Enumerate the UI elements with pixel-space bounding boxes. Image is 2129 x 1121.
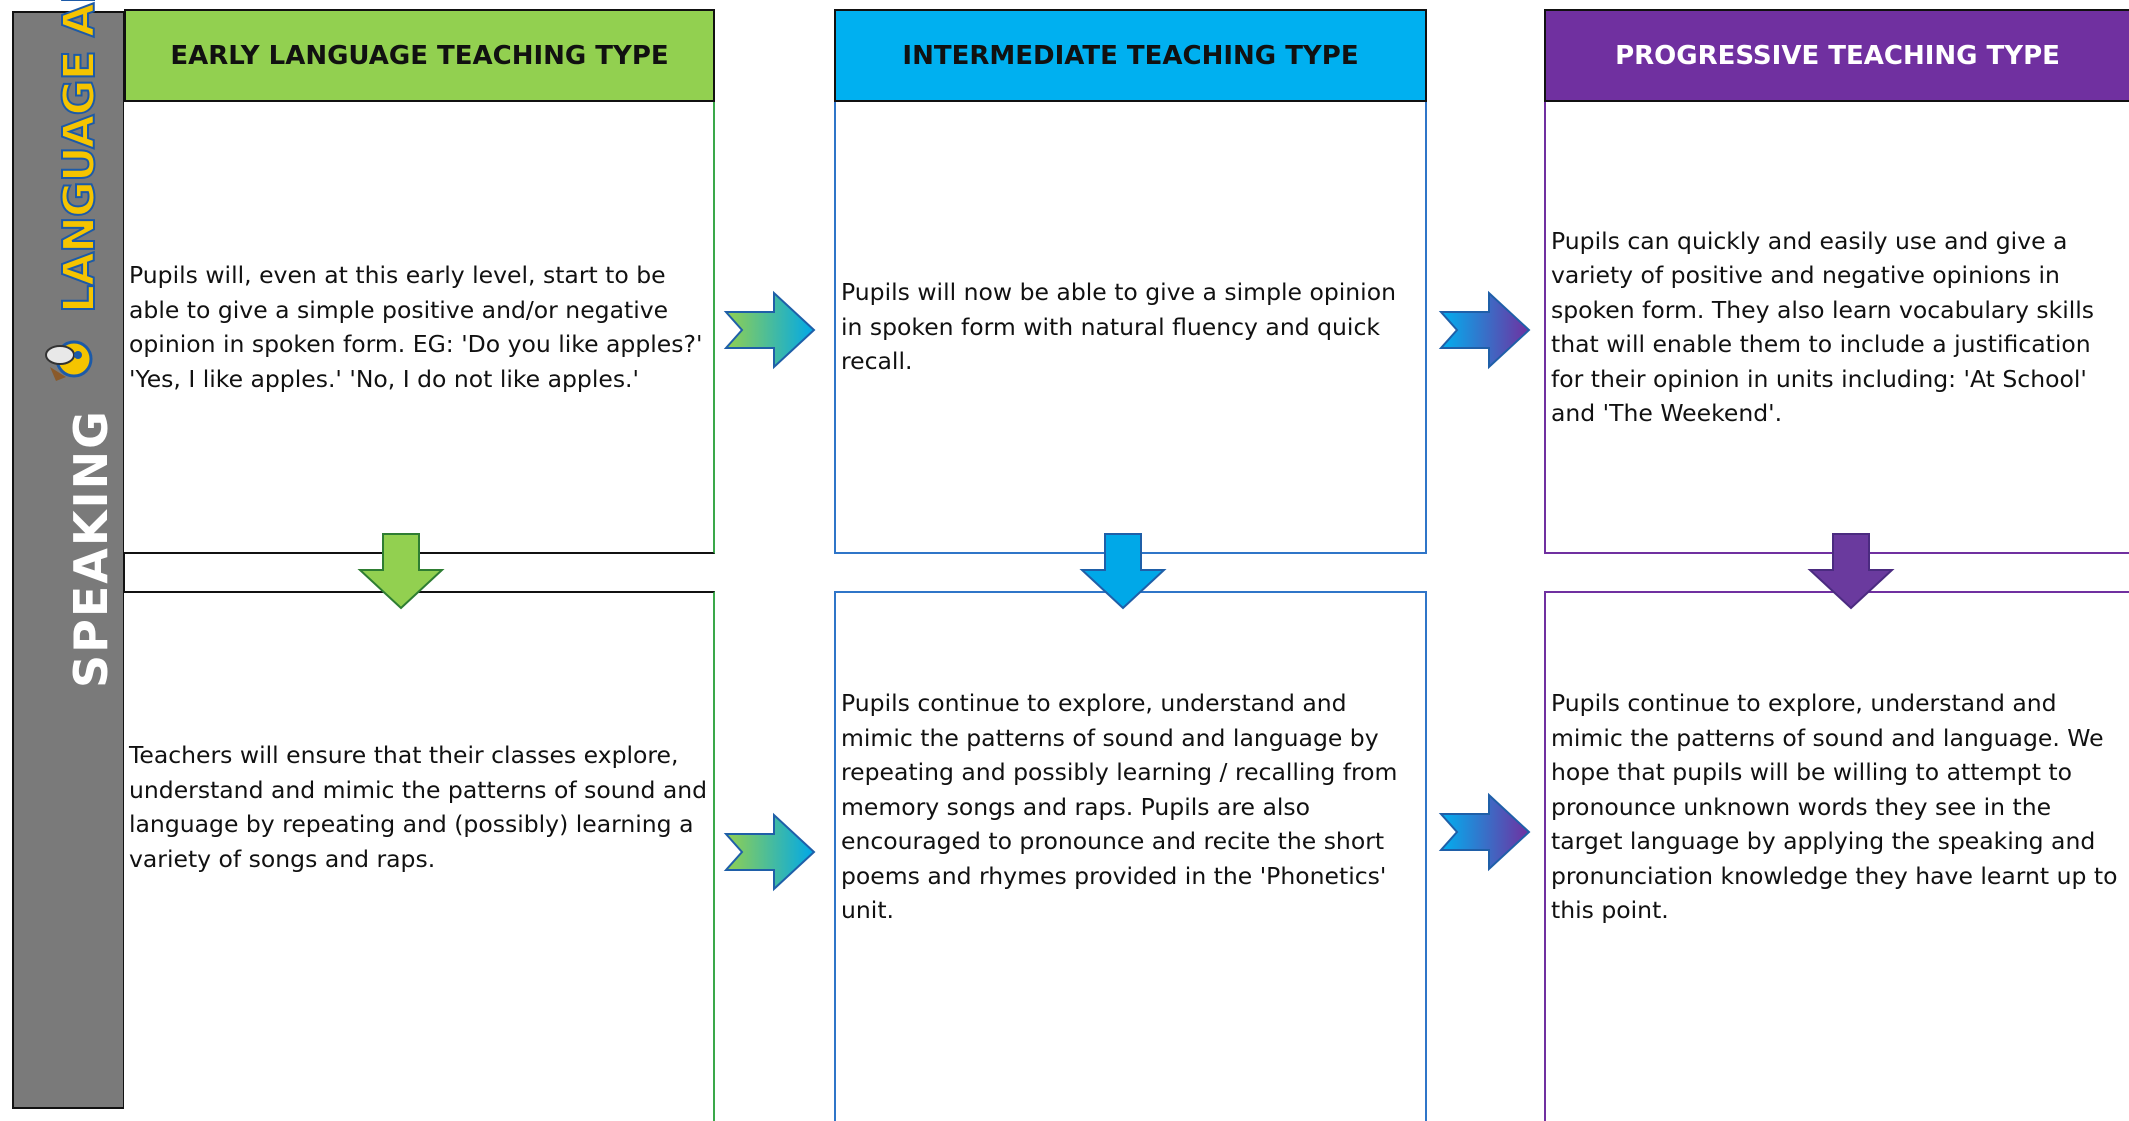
logo-text: LANGUAGE ANGELS xyxy=(53,0,106,314)
cell-early-1-text: Pupils will, even at this early level, s… xyxy=(129,261,703,393)
down-arrow-intermediate xyxy=(1079,533,1167,610)
header-progressive: PROGRESSIVE TEACHING TYPE xyxy=(1544,9,2129,102)
cell-intermediate-2: Pupils continue to explore, understand a… xyxy=(834,591,1427,1121)
sidebar: LANGUAGE ANGELS SPEAKING xyxy=(12,0,125,1109)
cell-intermediate-1: Pupils will now be able to give a simple… xyxy=(834,102,1427,554)
cell-intermediate-2-text: Pupils continue to explore, understand a… xyxy=(841,689,1398,925)
cell-progressive-2-text: Pupils continue to explore, understand a… xyxy=(1551,689,2118,925)
cell-early-2: Teachers will ensure that their classes … xyxy=(124,591,715,1121)
cell-progressive-2: Pupils continue to explore, understand a… xyxy=(1544,591,2129,1121)
right-arrow-intermediate-to-progressive-2 xyxy=(1438,792,1531,872)
section-label-speaking: SPEAKING xyxy=(64,409,118,688)
cell-early-2-text: Teachers will ensure that their classes … xyxy=(129,741,708,873)
header-early-label: EARLY LANGUAGE TEACHING TYPE xyxy=(170,40,669,71)
cell-progressive-1: Pupils can quickly and easily use and gi… xyxy=(1544,102,2129,554)
down-arrow-early xyxy=(357,533,445,610)
cell-progressive-1-text: Pupils can quickly and easily use and gi… xyxy=(1551,226,2095,428)
header-early: EARLY LANGUAGE TEACHING TYPE xyxy=(124,9,715,102)
right-arrow-early-to-intermediate-2 xyxy=(723,812,816,892)
down-arrow-progressive xyxy=(1807,533,1895,610)
header-intermediate-label: INTERMEDIATE TEACHING TYPE xyxy=(902,40,1359,71)
header-progressive-label: PROGRESSIVE TEACHING TYPE xyxy=(1615,40,2060,71)
language-angels-logo xyxy=(45,340,93,381)
cell-early-1: Pupils will, even at this early level, s… xyxy=(124,102,715,554)
header-intermediate: INTERMEDIATE TEACHING TYPE xyxy=(834,9,1427,102)
cell-intermediate-1-text: Pupils will now be able to give a simple… xyxy=(841,278,1396,376)
right-arrow-early-to-intermediate-1 xyxy=(723,290,816,370)
right-arrow-intermediate-to-progressive-1 xyxy=(1438,290,1531,370)
